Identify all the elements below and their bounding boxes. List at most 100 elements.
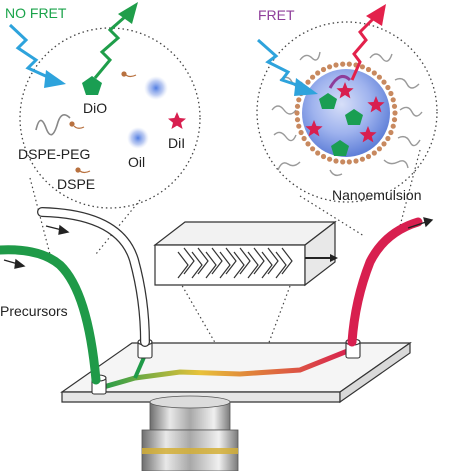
nanoemulsion-core bbox=[302, 69, 390, 157]
lipid-molecule-icon bbox=[121, 71, 127, 77]
lipid-shell bbox=[294, 61, 398, 165]
mixer-chevron bbox=[275, 247, 293, 279]
oil-droplet-icon bbox=[144, 76, 168, 100]
no-fret-panel: NO FRET DiO DiI Oil DSPE-PEG DSPE bbox=[5, 2, 201, 209]
lipid-molecule-tail-icon bbox=[125, 74, 137, 78]
lipid-headgroup bbox=[310, 74, 316, 80]
inlet-tube-white bbox=[37, 207, 150, 347]
dspe-peg-chain-icon bbox=[35, 114, 71, 136]
dil-star-icon bbox=[168, 112, 186, 129]
lipid-headgroup bbox=[327, 64, 333, 70]
dil-star-icon bbox=[305, 120, 323, 137]
fret-zoom-circle bbox=[256, 21, 438, 203]
emission-arrowhead-left bbox=[118, 2, 138, 24]
lipid-headgroup bbox=[388, 90, 394, 97]
lipid-headgroup bbox=[315, 70, 321, 76]
lipid-headgroup bbox=[371, 70, 377, 76]
lipid-headgroup bbox=[381, 79, 387, 85]
lipid-headgroup bbox=[346, 159, 352, 165]
lipid-headgroup bbox=[359, 64, 365, 70]
excitation-arrowhead-right bbox=[294, 78, 318, 96]
lipid-headgroup bbox=[392, 110, 398, 116]
inlet-tube-white-inner bbox=[38, 208, 149, 346]
nanoemulsion-label: Nanoemulsion bbox=[332, 187, 422, 203]
lipid-headgroup bbox=[381, 141, 387, 147]
oil-label: Oil bbox=[128, 154, 145, 170]
excitation-arrow-right bbox=[257, 38, 301, 88]
dio-pentagon-icon bbox=[331, 140, 349, 156]
mixer-chevron bbox=[219, 247, 237, 279]
lipid-headgroup bbox=[376, 74, 382, 80]
lipid-headgroup bbox=[310, 146, 316, 152]
dspe-peg-label: DSPE-PEG bbox=[18, 146, 90, 162]
precursors-label: Precursors bbox=[0, 303, 68, 319]
dspe-label: DSPE bbox=[57, 176, 95, 192]
oil-droplet-icon-2 bbox=[127, 127, 149, 149]
lipid-headgroup bbox=[359, 156, 365, 162]
dio-pentagon-icon bbox=[82, 76, 102, 95]
lipid-headgroup bbox=[385, 135, 391, 142]
lipid-headgroup bbox=[385, 84, 391, 91]
dil-label: DiI bbox=[168, 135, 185, 151]
lipid-headgroup bbox=[305, 141, 311, 147]
excitation-arrowhead-left bbox=[44, 70, 66, 88]
dspe-small-tail-icon bbox=[79, 170, 91, 174]
dio-pentagon-icon bbox=[345, 109, 363, 125]
mixer-zoom-box bbox=[153, 220, 338, 287]
lipid-headgroup bbox=[365, 66, 372, 73]
microchannel bbox=[99, 347, 351, 391]
lipid-headgroup bbox=[340, 61, 346, 67]
lipid-headgroup bbox=[371, 150, 377, 156]
lipid-headgroup bbox=[353, 158, 359, 164]
microfluidic-chip bbox=[60, 338, 412, 404]
outlet-tube-red bbox=[347, 217, 423, 347]
fret-panel: FRET Nanoemulsion bbox=[256, 4, 438, 203]
fret-label: FRET bbox=[258, 7, 295, 23]
emission-arrow-right bbox=[350, 16, 376, 81]
lipid-headgroup bbox=[315, 150, 321, 156]
mixer-chevron bbox=[177, 247, 195, 279]
lipid-headgroup bbox=[296, 123, 302, 129]
lipid-headgroup bbox=[391, 117, 398, 123]
dil-star-icon bbox=[367, 96, 385, 113]
no-fret-zoom-circle bbox=[19, 27, 201, 209]
lipid-headgroup bbox=[340, 159, 346, 165]
excitation-arrow-left bbox=[8, 23, 51, 80]
mixer-chevron bbox=[205, 247, 223, 279]
dspe-small-head-icon bbox=[75, 167, 81, 173]
lipid-headgroup bbox=[301, 135, 307, 142]
mixer-chevron bbox=[247, 247, 265, 279]
lipid-headgroup bbox=[294, 103, 301, 109]
lipid-headgroup bbox=[376, 146, 382, 152]
flow-arrows bbox=[3, 217, 434, 269]
mixer-chevron bbox=[191, 247, 209, 279]
lipid-headgroup bbox=[327, 156, 333, 162]
lipid-headgroup bbox=[294, 110, 300, 116]
dspe-head-icon bbox=[69, 121, 75, 127]
inlet-tube-green bbox=[0, 245, 101, 385]
mixer-chevron bbox=[261, 247, 279, 279]
no-fret-label: NO FRET bbox=[5, 5, 67, 21]
dio-label: DiO bbox=[83, 100, 107, 116]
dio-pentagon-icon bbox=[319, 93, 337, 109]
fret-transfer-arc bbox=[328, 74, 352, 89]
chip-plate-side bbox=[339, 341, 411, 404]
dil-star-icon bbox=[336, 82, 354, 99]
emission-arrow-left bbox=[93, 14, 127, 79]
lipid-headgroup bbox=[365, 153, 372, 160]
lipid-headgroup bbox=[333, 62, 339, 68]
lipid-headgroup bbox=[294, 117, 301, 123]
lipid-headgroup bbox=[391, 103, 398, 109]
lipid-headgroup bbox=[305, 79, 311, 85]
lipid-headgroup bbox=[320, 66, 327, 73]
dil-star-icon bbox=[359, 126, 377, 143]
lipid-headgroup bbox=[390, 97, 396, 103]
lipid-headgroup bbox=[346, 61, 352, 67]
emission-arrowhead-right bbox=[366, 4, 386, 26]
mixer-chevron bbox=[233, 247, 251, 279]
lipid-headgroup bbox=[296, 97, 302, 103]
microscope-objective-icon bbox=[141, 395, 239, 471]
dspe-tail-icon bbox=[73, 125, 85, 129]
